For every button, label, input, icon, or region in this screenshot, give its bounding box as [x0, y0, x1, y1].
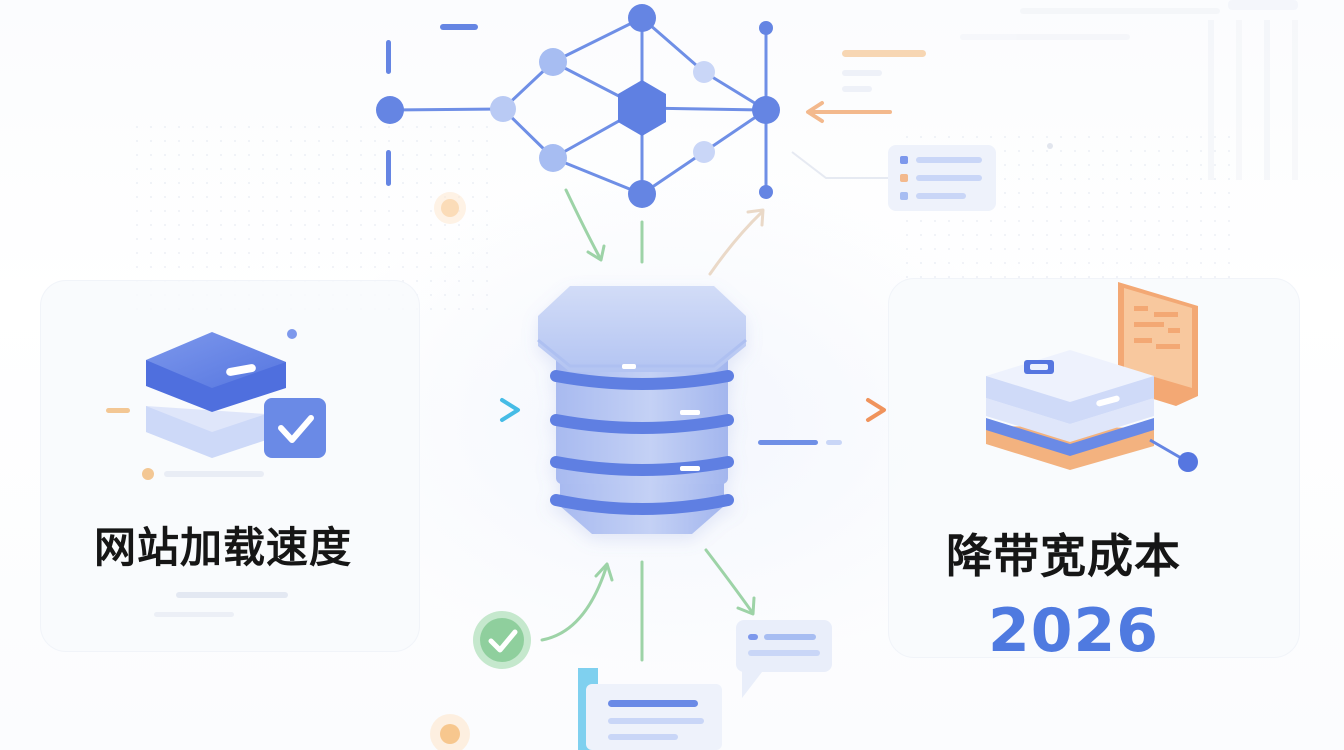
chat-list-icon: [791, 145, 996, 211]
right-card-year: 2026: [988, 596, 1159, 666]
left-card-label: 网站加载速度: [94, 523, 353, 572]
arrow-to-right-card: [758, 398, 886, 445]
connector-arrows: [540, 188, 765, 662]
right-card: [888, 278, 1300, 658]
arrow-to-database: [416, 398, 520, 422]
deco-dot-orange-glow: [434, 192, 466, 224]
deco-lines-top-right: [960, 0, 1298, 180]
deco-dot-bottom: [440, 724, 460, 744]
chat-bubble-icon: [736, 620, 832, 698]
incoming-arrow-orange: [806, 50, 926, 123]
server-stack-icon: [986, 282, 1198, 472]
right-card-label: 降带宽成本: [946, 529, 1181, 583]
server-check-icon: [106, 329, 326, 617]
deco-dot-gray: [1047, 143, 1053, 149]
document-icon: [578, 668, 722, 750]
database-server-icon: [537, 286, 747, 534]
check-circle-icon: [473, 611, 531, 669]
network-hub-icon: [376, 4, 780, 208]
